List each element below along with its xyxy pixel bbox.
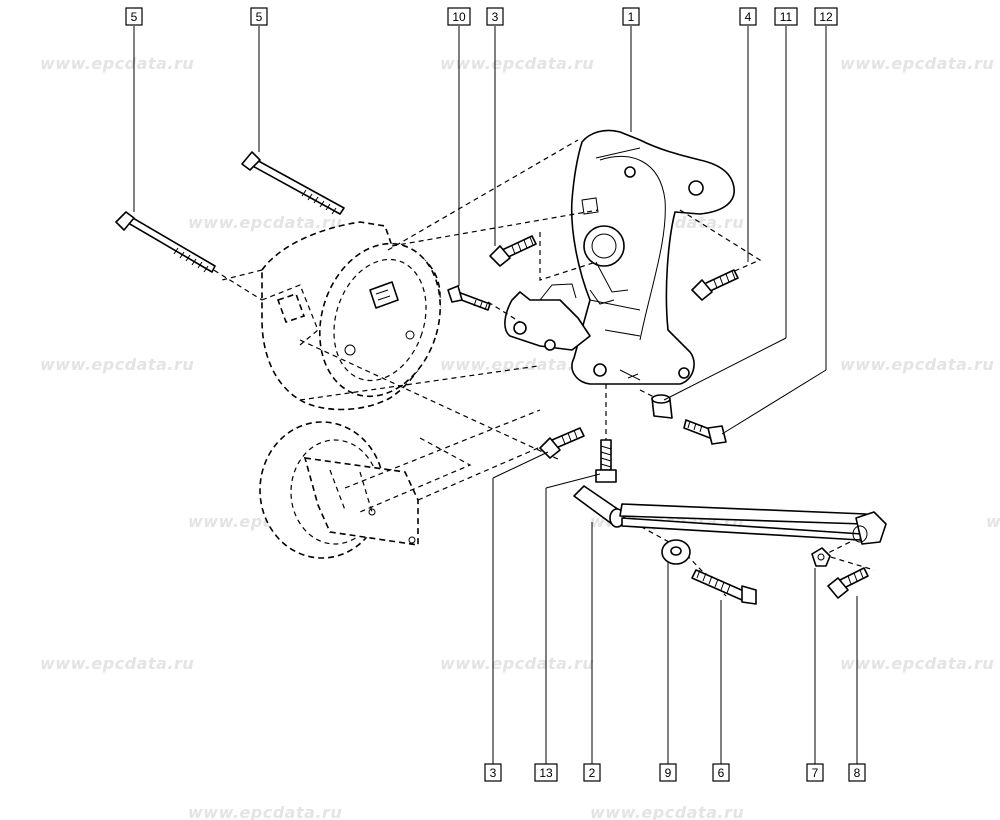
callout-label[interactable]: 6 bbox=[712, 763, 730, 782]
callout-label[interactable]: 7 bbox=[806, 763, 824, 782]
callout-label[interactable]: 5 bbox=[250, 7, 268, 26]
callout-number: 4 bbox=[745, 10, 752, 24]
bolt-10 bbox=[447, 285, 491, 311]
bolt-3-lower bbox=[539, 427, 585, 459]
watermark-layer: www.epcdata.ru www.epcdata.ru www.epcdat… bbox=[40, 54, 1000, 820]
callout-label[interactable]: 1 bbox=[622, 7, 640, 26]
watermark: www.epcdata.ru bbox=[188, 213, 342, 232]
callout-label[interactable]: 11 bbox=[774, 7, 798, 26]
spacer-11 bbox=[651, 394, 673, 419]
callout-label[interactable]: 2 bbox=[583, 763, 601, 782]
callout-number: 3 bbox=[490, 766, 497, 780]
callout-label[interactable]: 10 bbox=[447, 7, 471, 26]
pulley-outline bbox=[259, 421, 419, 559]
bolt-6 bbox=[691, 569, 757, 605]
callout-number: 12 bbox=[819, 10, 833, 24]
callout-label[interactable]: 8 bbox=[848, 763, 866, 782]
callout-number: 2 bbox=[589, 766, 596, 780]
callout-number: 10 bbox=[452, 10, 466, 24]
washer-9 bbox=[661, 539, 691, 565]
bolt-12 bbox=[683, 419, 727, 445]
long-bolt-right bbox=[241, 151, 345, 215]
callout-number: 13 bbox=[539, 766, 553, 780]
callout-number: 8 bbox=[854, 766, 861, 780]
callout-number: 5 bbox=[256, 10, 263, 24]
callouts-top: 5 5 10 3 1 4 11 12 bbox=[125, 7, 838, 26]
watermark: www.epcdata.ru bbox=[188, 803, 342, 820]
callout-label[interactable]: 3 bbox=[486, 7, 504, 26]
mounting-bracket bbox=[570, 129, 735, 385]
nut-7 bbox=[811, 547, 831, 567]
bolt-13 bbox=[595, 439, 617, 483]
callout-label[interactable]: 3 bbox=[484, 763, 502, 782]
callout-number: 5 bbox=[131, 10, 138, 24]
callout-number: 6 bbox=[718, 766, 725, 780]
callout-label[interactable]: 13 bbox=[534, 763, 558, 782]
bolt-8 bbox=[827, 567, 869, 599]
leader-lines bbox=[133, 26, 858, 764]
watermark: www.epcdata.ru bbox=[840, 355, 994, 374]
watermark: www.epcdata.ru bbox=[40, 654, 194, 673]
callout-number: 9 bbox=[665, 766, 672, 780]
watermark: www.epcdata.ru bbox=[840, 54, 994, 73]
alternator-outline bbox=[261, 221, 441, 411]
callouts-bottom: 3 13 2 9 6 7 8 bbox=[484, 763, 866, 782]
callout-label[interactable]: 9 bbox=[659, 763, 677, 782]
long-bolt-left bbox=[115, 211, 216, 273]
callout-label[interactable]: 4 bbox=[739, 7, 757, 26]
tensioner-arm bbox=[504, 283, 591, 351]
callout-label[interactable]: 12 bbox=[814, 7, 838, 26]
watermark: www.epcdata.ru bbox=[986, 512, 1000, 531]
strut-rod bbox=[573, 485, 887, 545]
watermark: www.epcdata.ru bbox=[440, 355, 594, 374]
watermark: www.epcdata.ru bbox=[840, 654, 994, 673]
watermark: www.epcdata.ru bbox=[440, 54, 594, 73]
callout-number: 7 bbox=[812, 766, 819, 780]
callout-number: 11 bbox=[780, 10, 793, 24]
watermark: www.epcdata.ru bbox=[40, 54, 194, 73]
bolt-4 bbox=[691, 269, 739, 301]
bolt-3-top bbox=[489, 235, 537, 267]
watermark: www.epcdata.ru bbox=[590, 803, 744, 820]
callout-label[interactable]: 5 bbox=[125, 7, 143, 26]
callout-number: 3 bbox=[492, 10, 499, 24]
watermark: www.epcdata.ru bbox=[440, 654, 594, 673]
callout-number: 1 bbox=[628, 10, 635, 24]
watermark: www.epcdata.ru bbox=[40, 355, 194, 374]
